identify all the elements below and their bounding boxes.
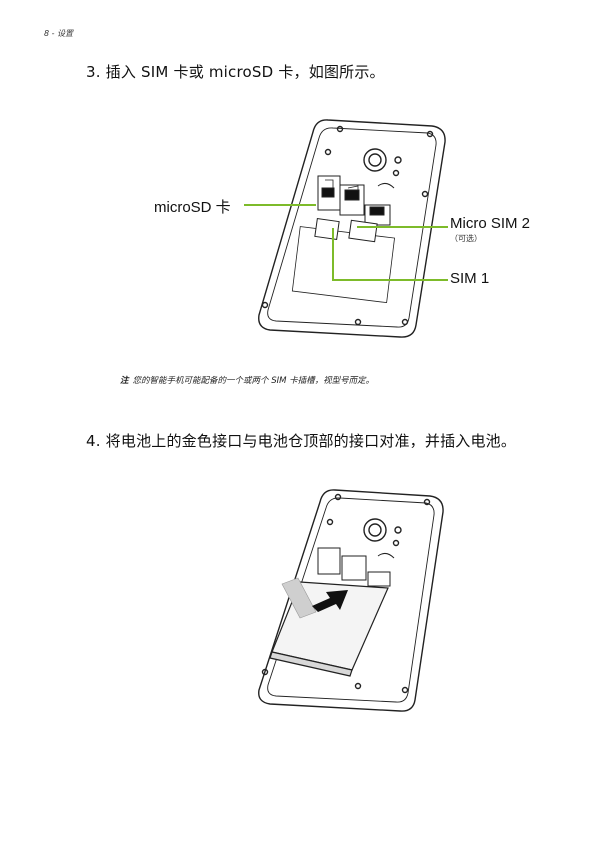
step-3-instruction: 3. 插入 SIM 卡或 microSD 卡，如图所示。 [86, 63, 385, 81]
insert-arrow [281, 577, 348, 619]
label-sim-1: SIM 1 [450, 270, 490, 287]
note: 注您的智能手机可能配备的一个或两个 SIM 卡插槽，视型号而定。 [120, 374, 374, 386]
note-prefix: 注 [120, 376, 129, 386]
callout-lines [244, 204, 448, 281]
label-optional: （可选） [450, 234, 482, 243]
step-4-instruction: 4. 将电池上的金色接口与电池仓顶部的接口对准，并插入电池。 [86, 432, 517, 450]
phone-body-1 [258, 119, 446, 338]
label-microsd: microSD 卡 [154, 199, 231, 216]
label-micro-sim-2: Micro SIM 2 [450, 215, 531, 232]
page-header: 8 - 设置 [44, 29, 74, 38]
phone-body-2 [258, 489, 444, 712]
note-text: 您的智能手机可能配备的一个或两个 SIM 卡插槽，视型号而定。 [132, 376, 375, 386]
